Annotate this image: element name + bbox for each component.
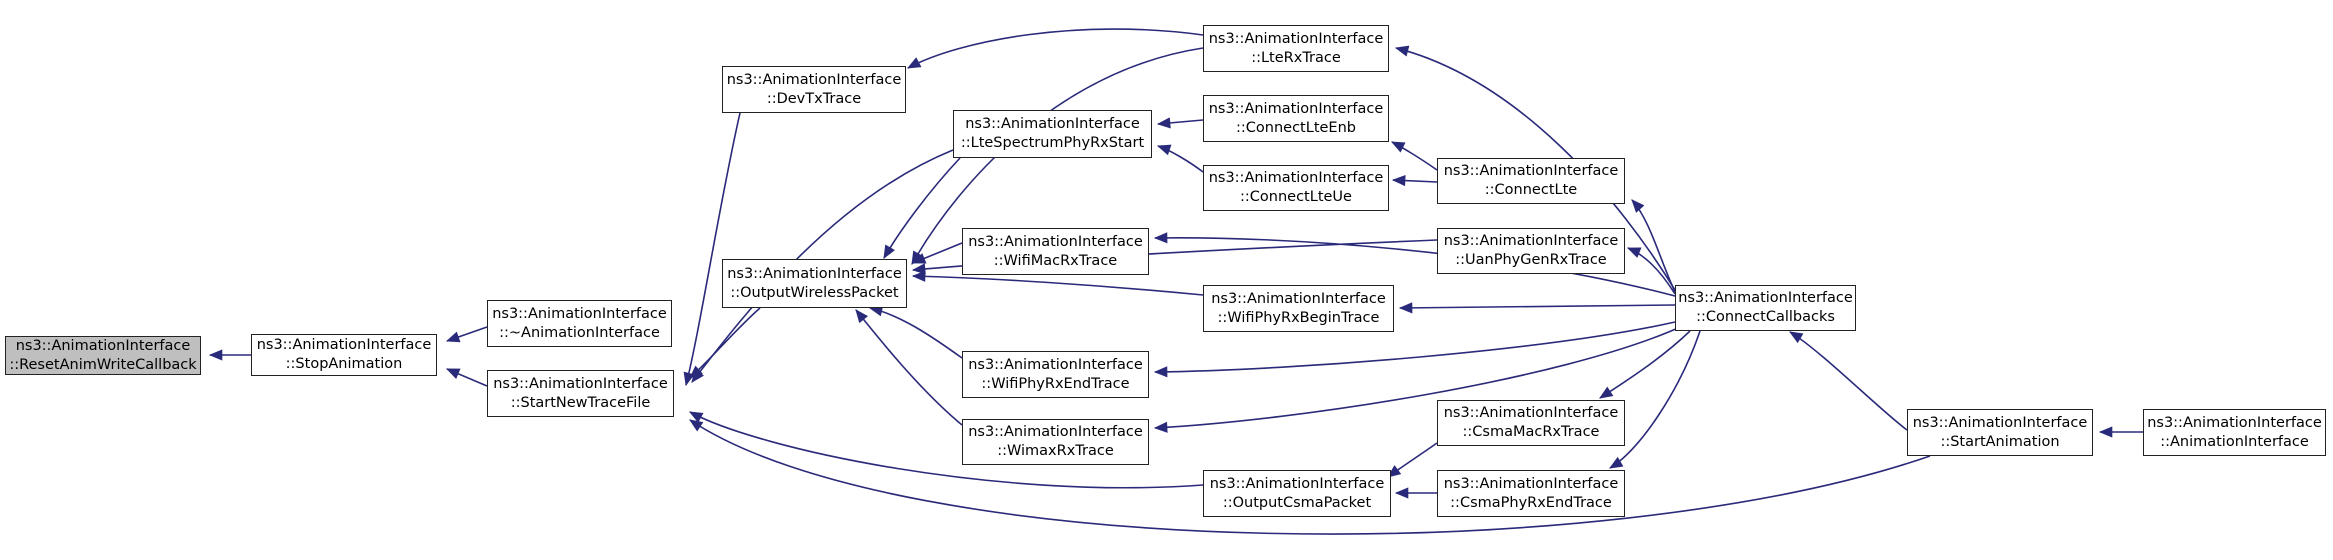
edge-csmaMacRxTrace-to-outputCsmaPacket bbox=[1387, 442, 1438, 478]
edge-wifiPhyRxEndTrace-to-outputWirelessPacket bbox=[868, 305, 963, 359]
edge-wifiPhyRxBeginTrace-to-outputWirelessPacket bbox=[911, 270, 1204, 296]
node-label-line1: ns3::AnimationInterface bbox=[726, 71, 902, 88]
edge-wimaxRxTrace-to-outputWirelessPacket bbox=[855, 309, 963, 426]
node-label-line2: ::WifiPhyRxBeginTrace bbox=[1217, 309, 1380, 326]
node-label-line2: ::StopAnimation bbox=[285, 356, 403, 372]
node-animationInterface[interactable]: ns3::AnimationInterface::AnimationInterf… bbox=[2143, 409, 2326, 456]
node-outputWirelessPacket[interactable]: ns3::AnimationInterface::OutputWirelessP… bbox=[722, 259, 907, 308]
node-label-line2: ::CsmaMacRxTrace bbox=[1462, 424, 1600, 440]
node-label-line1: ns3::AnimationInterface bbox=[1208, 100, 1384, 117]
node-label-line2: ::WifiMacRxTrace bbox=[993, 252, 1118, 269]
node-connectLte[interactable]: ns3::AnimationInterface::ConnectLte bbox=[1437, 158, 1625, 204]
node-outputCsmaPacket[interactable]: ns3::AnimationInterface::OutputCsmaPacke… bbox=[1203, 470, 1391, 517]
node-label-line2: ::WifiPhyRxEndTrace bbox=[981, 375, 1130, 392]
edge-startAnimation-to-connectCallbacks bbox=[1789, 331, 1908, 431]
node-label-line1: ns3::AnimationInterface bbox=[1912, 414, 2088, 431]
node-wifiPhyRxBeginTrace[interactable]: ns3::AnimationInterface::WifiPhyRxBeginT… bbox=[1203, 285, 1394, 332]
node-label-line2: ::ConnectLte bbox=[1484, 182, 1578, 198]
edge-startNewTraceFile-to-stopAnimation bbox=[445, 368, 488, 387]
node-label-line2: ::OutputCsmaPacket bbox=[1222, 494, 1372, 511]
edge-connectLteEnb-to-lteSpectrumPhyRxStart bbox=[1156, 117, 1204, 129]
node-label-line1: ns3::AnimationInterface bbox=[2147, 414, 2322, 431]
node-csmaMacRxTrace[interactable]: ns3::AnimationInterface::CsmaMacRxTrace bbox=[1437, 400, 1625, 446]
node-startAnimation[interactable]: ns3::AnimationInterface::StartAnimation bbox=[1907, 409, 2093, 456]
node-label-line2: ::WimaxRxTrace bbox=[997, 443, 1114, 459]
node-label-line1: ns3::AnimationInterface bbox=[1209, 475, 1385, 492]
edge-devTxTrace-to-startNewTraceFile bbox=[683, 112, 741, 387]
node-connectLteEnb[interactable]: ns3::AnimationInterface::ConnectLteEnb bbox=[1203, 95, 1389, 142]
node-label-line1: ns3::AnimationInterface bbox=[1443, 163, 1619, 180]
node-label-line2: ::AnimationInterface bbox=[2160, 433, 2309, 450]
node-lteSpectrumPhyRxStart[interactable]: ns3::AnimationInterface::LteSpectrumPhyR… bbox=[953, 110, 1152, 158]
node-label-line2: ::StartNewTraceFile bbox=[510, 394, 651, 411]
node-connectCallbacks[interactable]: ns3::AnimationInterface::ConnectCallback… bbox=[1675, 285, 1856, 331]
node-label-line2: ::ResetAnimWriteCallback bbox=[9, 356, 197, 373]
node-label-line2: ::CsmaPhyRxEndTrace bbox=[1450, 494, 1612, 511]
edge-connectCallbacks-to-csmaMacRxTrace bbox=[1599, 330, 1691, 399]
edge-connectCallbacks-to-uanPhyGenRxTrace bbox=[1626, 247, 1676, 295]
node-label-line2: ::ConnectCallbacks bbox=[1696, 309, 1835, 325]
node-connectLteUe[interactable]: ns3::AnimationInterface::ConnectLteUe bbox=[1203, 165, 1389, 211]
node-label-line1: ns3::AnimationInterface bbox=[968, 233, 1143, 250]
node-label-line2: ::ConnectLteEnb bbox=[1236, 119, 1356, 136]
node-label-line1: ns3::AnimationInterface bbox=[968, 424, 1143, 441]
node-label-line1: ns3::AnimationInterface bbox=[1443, 233, 1619, 250]
node-startNewTraceFile[interactable]: ns3::AnimationInterface::StartNewTraceFi… bbox=[487, 370, 674, 417]
node-label-line1: ns3::AnimationInterface bbox=[1443, 475, 1619, 492]
node-label-line2: ::LteRxTrace bbox=[1251, 49, 1341, 66]
node-lteRxTrace[interactable]: ns3::AnimationInterface::LteRxTrace bbox=[1203, 25, 1389, 72]
node-label-line2: ::StartAnimation bbox=[1940, 433, 2060, 450]
edge-wifiMacRxTrace-to-outputWirelessPacket bbox=[911, 242, 963, 264]
node-label-line1: ns3::AnimationInterface bbox=[1678, 290, 1853, 307]
node-resetAnimWriteCallback[interactable]: ns3::AnimationInterface::ResetAnimWriteC… bbox=[5, 336, 201, 375]
edges-group bbox=[208, 28, 2143, 535]
node-label-line1: ns3::AnimationInterface bbox=[1443, 405, 1619, 422]
node-label-line2: ::ConnectLteUe bbox=[1240, 189, 1352, 205]
node-label-line2: ::DevTxTrace bbox=[766, 90, 862, 107]
edge-connectCallbacks-to-wifiPhyRxBeginTrace bbox=[1398, 302, 1676, 314]
node-label-line1: ns3::AnimationInterface bbox=[1211, 290, 1386, 307]
edge-lteRxTrace-to-devTxTrace bbox=[907, 28, 1204, 69]
node-label-line1: ns3::AnimationInterface bbox=[727, 265, 902, 282]
node-label-line2: ::UanPhyGenRxTrace bbox=[1455, 252, 1607, 268]
node-label-line1: ns3::AnimationInterface bbox=[968, 356, 1143, 373]
node-wimaxRxTrace[interactable]: ns3::AnimationInterface::WimaxRxTrace bbox=[962, 419, 1149, 465]
node-label-line1: ns3::AnimationInterface bbox=[15, 337, 191, 354]
node-uanPhyGenRxTrace[interactable]: ns3::AnimationInterface::UanPhyGenRxTrac… bbox=[1437, 228, 1625, 274]
node-dtorAnimationInterface[interactable]: ns3::AnimationInterface::~AnimationInter… bbox=[487, 300, 672, 347]
edge-lteSpectrumPhyRxStart-to-outputWirelessPacket bbox=[883, 157, 961, 259]
node-label-line2: ::OutputWirelessPacket bbox=[730, 284, 899, 301]
node-csmaPhyRxEndTrace[interactable]: ns3::AnimationInterface::CsmaPhyRxEndTra… bbox=[1437, 470, 1625, 517]
edge-connectLte-to-connectLteEnb bbox=[1390, 141, 1438, 171]
node-label-line1: ns3::AnimationInterface bbox=[492, 305, 667, 322]
node-label-line1: ns3::AnimationInterface bbox=[1208, 170, 1384, 187]
node-label-line1: ns3::AnimationInterface bbox=[965, 116, 1140, 133]
edge-outputWirelessPacket-to-startNewTraceFile bbox=[689, 307, 761, 379]
edge-connectLte-to-connectLteUe bbox=[1391, 174, 1438, 187]
node-stopAnimation[interactable]: ns3::AnimationInterface::StopAnimation bbox=[251, 334, 437, 376]
node-label-line1: ns3::AnimationInterface bbox=[1208, 30, 1384, 47]
edge-connectCallbacks-to-connectLte bbox=[1631, 199, 1676, 293]
node-label-line1: ns3::AnimationInterface bbox=[256, 337, 432, 354]
node-wifiMacRxTrace[interactable]: ns3::AnimationInterface::WifiMacRxTrace bbox=[962, 228, 1149, 275]
node-devTxTrace[interactable]: ns3::AnimationInterface::DevTxTrace bbox=[722, 66, 906, 113]
node-label-line2: ::~AnimationInterface bbox=[499, 324, 660, 341]
node-label-line2: ::LteSpectrumPhyRxStart bbox=[960, 135, 1145, 151]
node-label-line1: ns3::AnimationInterface bbox=[493, 375, 668, 392]
edge-dtorAnimationInterface-to-stopAnimation bbox=[445, 326, 488, 343]
edge-connectLteUe-to-lteSpectrumPhyRxStart bbox=[1156, 144, 1204, 173]
node-wifiPhyRxEndTrace[interactable]: ns3::AnimationInterface::WifiPhyRxEndTra… bbox=[962, 351, 1149, 398]
